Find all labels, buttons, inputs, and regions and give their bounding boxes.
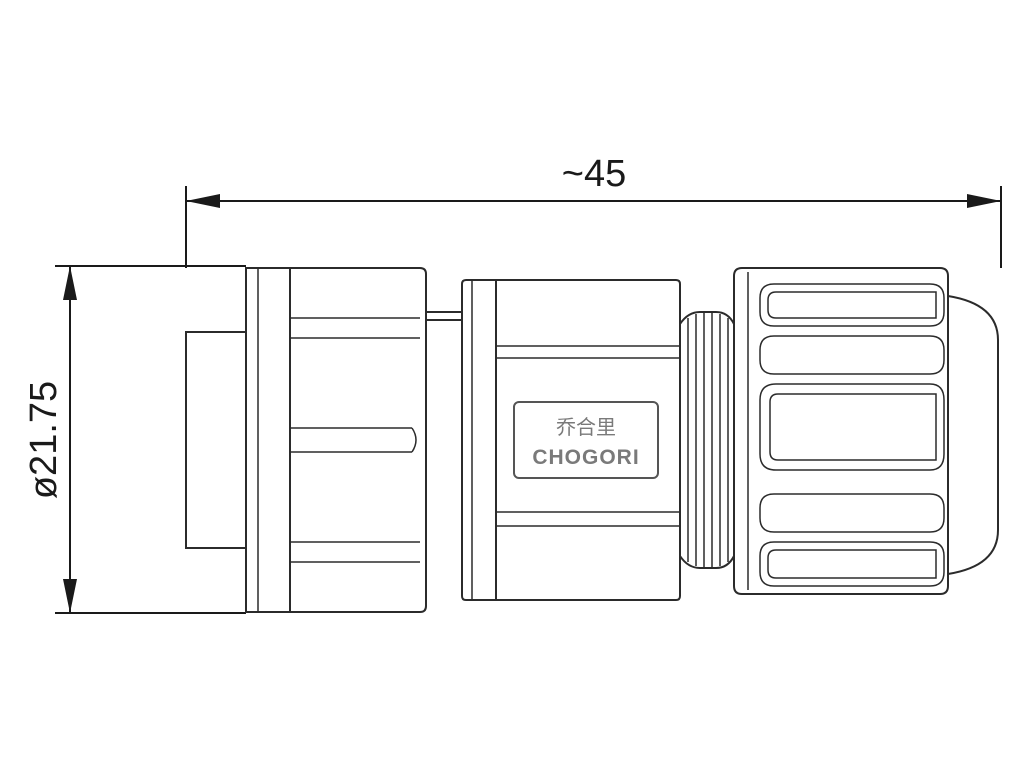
seal-dome-outline (947, 295, 999, 575)
logo-brand-text: CHOGORI (532, 446, 639, 469)
cable-gland-nut (733, 267, 949, 595)
logo-plate (513, 401, 659, 479)
length-dimension: ~45 (185, 153, 1002, 268)
length-arrow-left (186, 194, 220, 208)
gland-nut-outline (733, 267, 949, 595)
socket-rear-cylinder (185, 331, 247, 549)
cable-seal-dome (947, 295, 999, 575)
grip-rib (759, 383, 945, 471)
connector-neck (426, 311, 462, 321)
main-body (461, 279, 681, 601)
main-body-outline (461, 279, 681, 601)
logo-chinese-text: 乔合里 (556, 415, 616, 439)
diameter-arrow-top (63, 266, 77, 300)
diameter-label: ø21.75 (23, 381, 65, 499)
coupling-nut (245, 267, 427, 613)
grip-rib (759, 493, 945, 533)
coupling-nut-outline (245, 267, 427, 613)
socket-rear-body (185, 331, 247, 549)
diameter-arrow-bottom (63, 579, 77, 613)
grip-rib (759, 541, 945, 587)
grip-rib (759, 335, 945, 375)
length-label: ~45 (562, 153, 626, 195)
diameter-dimension: ø21.75 (23, 265, 246, 614)
thread-section (679, 311, 735, 569)
brand-logo: 乔合里 CHOGORI (513, 401, 659, 479)
grip-rib (759, 283, 945, 327)
length-arrow-right (967, 194, 1001, 208)
